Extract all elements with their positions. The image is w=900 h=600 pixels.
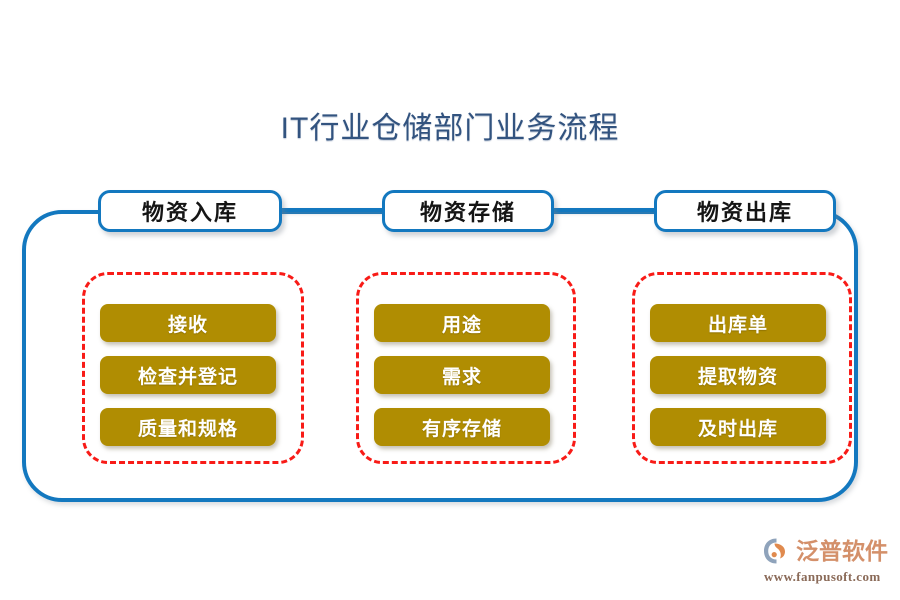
fanpu-swoosh-icon xyxy=(764,538,785,564)
stage-header-label: 物资出库 xyxy=(696,200,793,225)
task-chip-label: 质量和规格 xyxy=(137,418,238,440)
stage-header-inbound[interactable]: 物资入库 xyxy=(98,190,282,232)
task-chip[interactable]: 出库单 xyxy=(650,304,826,342)
stage-connector-1 xyxy=(276,208,388,212)
task-chip[interactable]: 检查并登记 xyxy=(100,356,276,394)
stage-header-storage[interactable]: 物资存储 xyxy=(382,190,554,232)
task-chip-label: 出库单 xyxy=(707,314,768,336)
task-chip-label: 有序存储 xyxy=(421,418,502,440)
page-title: IT行业仓储部门业务流程 xyxy=(280,112,620,145)
task-list-outbound: 出库单 提取物资 及时出库 xyxy=(650,304,826,446)
task-chip-label: 及时出库 xyxy=(697,418,778,440)
stage-header-label: 物资入库 xyxy=(141,200,238,225)
task-chip[interactable]: 需求 xyxy=(374,356,550,394)
task-chip[interactable]: 用途 xyxy=(374,304,550,342)
task-chip[interactable]: 有序存储 xyxy=(374,408,550,446)
task-list-inbound: 接收 检查并登记 质量和规格 xyxy=(100,304,276,446)
brand-logo: 泛普软件 www.fanpusoft.com xyxy=(762,534,892,590)
task-group-outline-storage xyxy=(356,272,576,464)
task-chip-label: 用途 xyxy=(441,314,482,336)
task-chip-label: 检查并登记 xyxy=(137,366,238,388)
task-chip[interactable]: 接收 xyxy=(100,304,276,342)
task-chip-label: 提取物资 xyxy=(697,366,778,388)
task-list-storage: 用途 需求 有序存储 xyxy=(374,304,550,446)
task-chip-label: 需求 xyxy=(441,366,482,388)
task-chip-label: 接收 xyxy=(167,314,208,336)
task-group-outline-inbound xyxy=(82,272,304,464)
task-chip[interactable]: 及时出库 xyxy=(650,408,826,446)
brand-url: www.fanpusoft.com xyxy=(764,569,881,584)
brand-logo-row: 泛普软件 xyxy=(762,534,892,568)
stage-header-label: 物资存储 xyxy=(419,200,516,225)
task-chip[interactable]: 质量和规格 xyxy=(100,408,276,446)
stage-header-outbound[interactable]: 物资出库 xyxy=(654,190,836,232)
task-chip[interactable]: 提取物资 xyxy=(650,356,826,394)
task-group-outline-outbound xyxy=(632,272,852,464)
brand-name: 泛普软件 xyxy=(796,538,888,564)
stage-connector-2 xyxy=(550,208,660,212)
